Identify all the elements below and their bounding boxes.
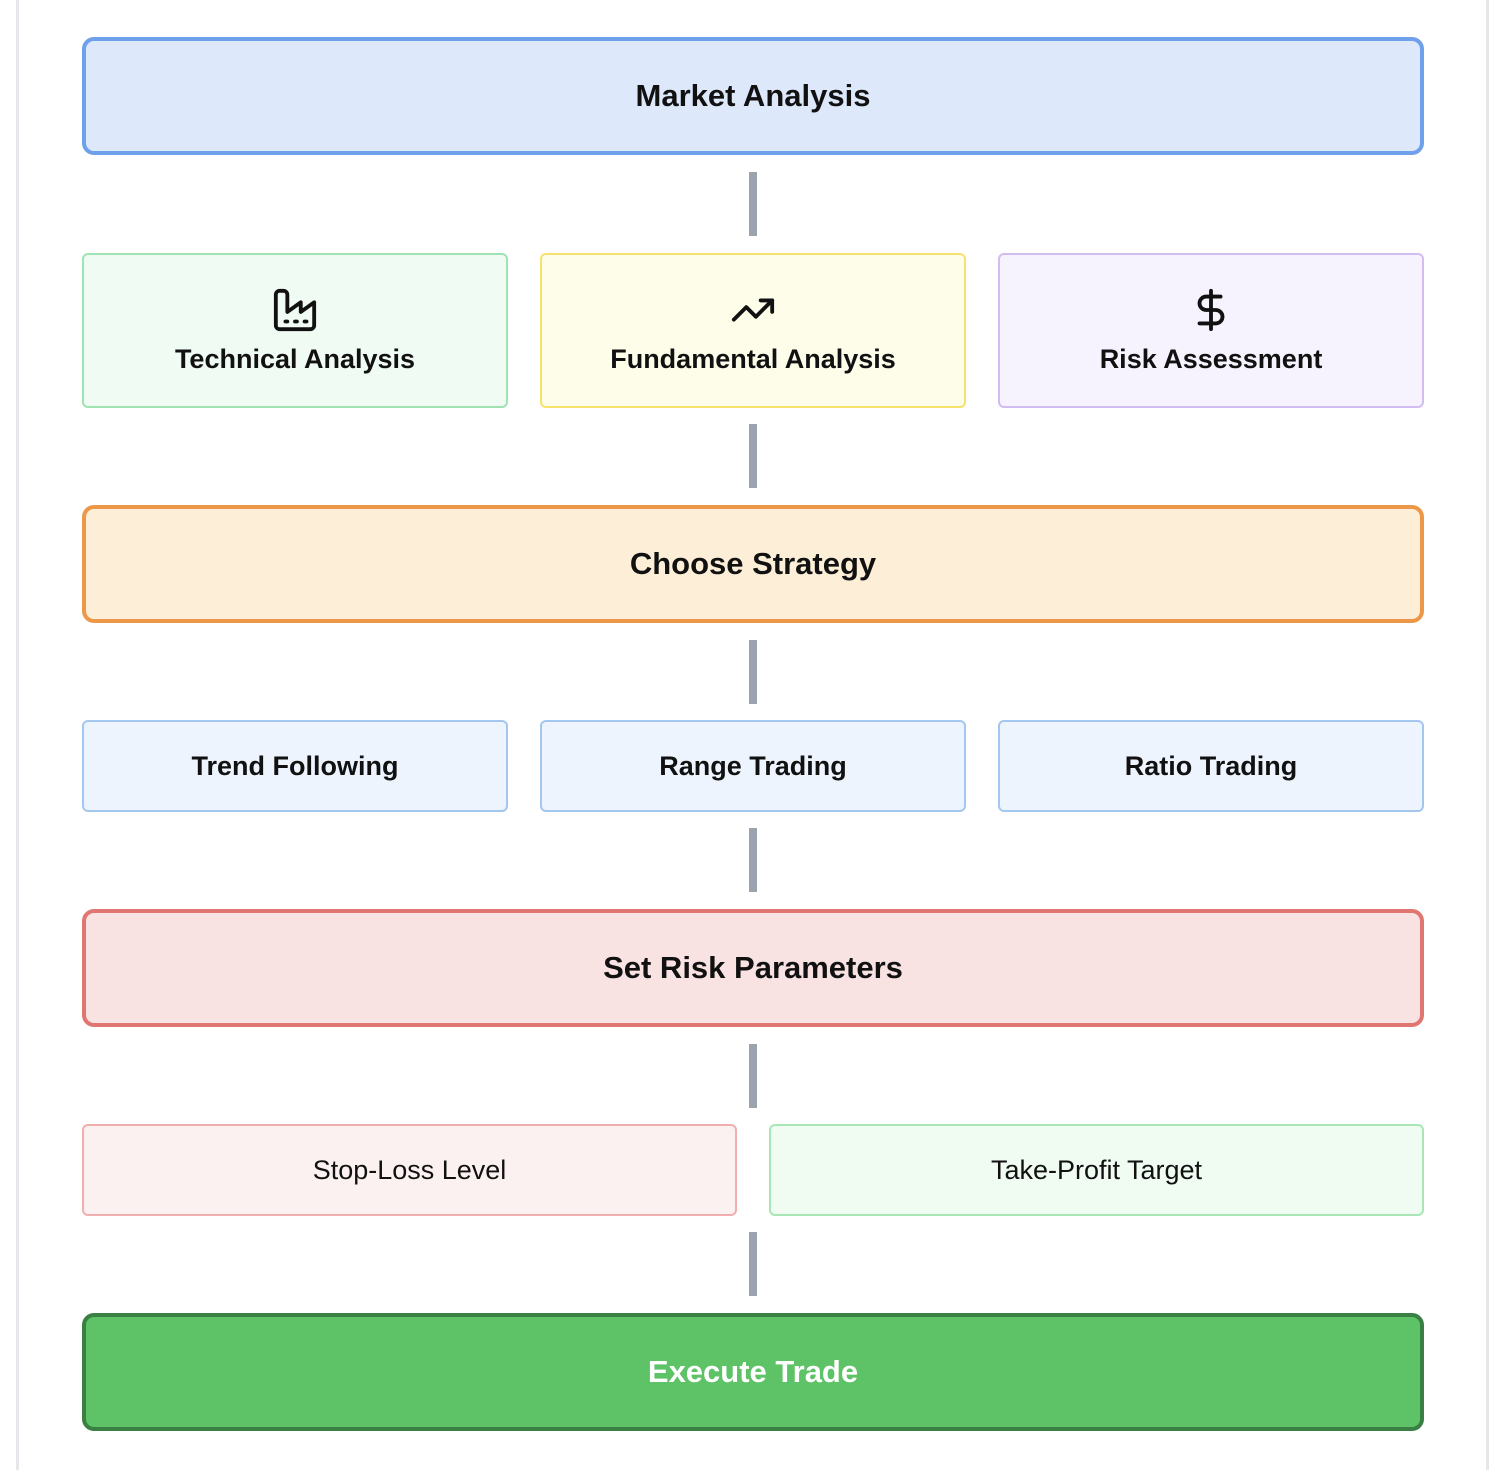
take-profit-target-box: Take-Profit Target [769, 1124, 1424, 1216]
connector [749, 172, 757, 236]
execute-trade-label: Execute Trade [647, 1354, 859, 1389]
connector [749, 640, 757, 704]
fundamental-analysis-label: Fundamental Analysis [610, 344, 896, 374]
market-analysis-box: Market Analysis [82, 37, 1424, 155]
technical-analysis-label: Technical Analysis [174, 344, 416, 374]
strategy-option-range-trading: Range Trading [540, 720, 966, 812]
strategy-option-trend-following: Trend Following [82, 720, 508, 812]
take-profit-target-label: Take-Profit Target [990, 1154, 1203, 1185]
choose-strategy-box: Choose Strategy [82, 505, 1424, 623]
set-risk-parameters-box: Set Risk Parameters [82, 909, 1424, 1027]
choose-strategy-label: Choose Strategy [629, 546, 877, 581]
strategy-option-ratio-trading: Ratio Trading [998, 720, 1424, 812]
set-risk-parameters-label: Set Risk Parameters [603, 950, 903, 985]
stop-loss-level-label: Stop-Loss Level [312, 1154, 507, 1185]
market-analysis-label: Market Analysis [635, 78, 871, 113]
connector [749, 828, 757, 892]
connector [749, 1044, 757, 1108]
connector [749, 424, 757, 488]
stop-loss-level-box: Stop-Loss Level [82, 1124, 737, 1216]
connector [749, 1232, 757, 1296]
strategy-option-label: Trend Following [191, 750, 399, 781]
dollar-sign-icon [1188, 286, 1234, 334]
fundamental-analysis-box: Fundamental Analysis [540, 253, 966, 408]
execute-trade-box: Execute Trade [82, 1313, 1424, 1431]
page-left-edge [16, 0, 19, 1470]
risk-assessment-label: Risk Assessment [1099, 344, 1323, 374]
risk-assessment-box: Risk Assessment [998, 253, 1424, 408]
strategy-option-label: Ratio Trading [1124, 750, 1298, 781]
factory-icon [272, 286, 318, 334]
page-right-edge [1486, 0, 1489, 1470]
trending-up-icon [730, 286, 776, 334]
technical-analysis-box: Technical Analysis [82, 253, 508, 408]
strategy-option-label: Range Trading [659, 750, 847, 781]
